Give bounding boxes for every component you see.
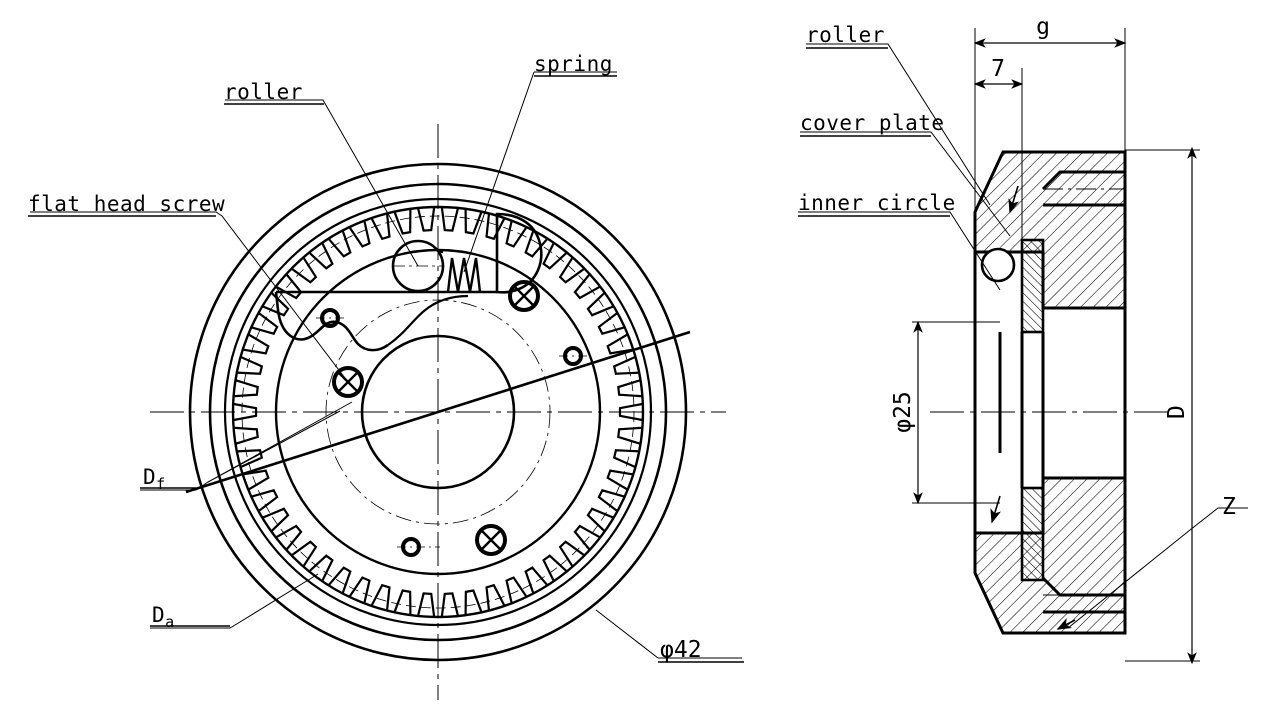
leader-phi42	[595, 609, 742, 659]
cover-plate-ledge-upper	[1041, 170, 1125, 207]
dimension-g-text: g	[1036, 14, 1050, 40]
section-solid-lower	[973, 476, 1127, 635]
label-cover-plate: cover plate	[800, 111, 945, 135]
spring-coil	[446, 257, 482, 293]
inner-circle-strip-lower	[1020, 486, 1045, 582]
leader-roller-section	[806, 43, 991, 206]
rim-inner-circle	[223, 197, 653, 627]
front-label-underlines	[28, 75, 744, 663]
dimension-7-text: 7	[991, 56, 1005, 82]
label-roller-front: roller	[224, 80, 303, 104]
pitch-circle	[241, 215, 635, 609]
dimension-7: 7	[973, 56, 1024, 89]
label-z: Z	[1222, 494, 1236, 520]
dimension-phi25: φ25	[890, 320, 1000, 505]
leader-cover-plate	[800, 131, 1011, 237]
leader-df	[140, 401, 353, 491]
front-leaders	[30, 71, 742, 659]
label-df-main: D	[143, 465, 156, 489]
internal-gear-teeth	[232, 206, 644, 618]
flat-head-screw-3	[475, 524, 507, 556]
leader-spring	[463, 71, 617, 273]
inner-circle-strip-upper	[1020, 238, 1045, 334]
section-internal-pointers	[990, 185, 1076, 630]
label-da-main: D	[152, 603, 165, 627]
rim-outer-circle	[208, 182, 668, 642]
label-df: Df	[143, 465, 166, 493]
label-inner-circle: inner circle	[798, 191, 956, 215]
label-df-sub: f	[156, 475, 166, 493]
label-flat-head-screw: flat head screw	[28, 192, 225, 216]
section-body-walls	[973, 205, 1127, 595]
dimension-phi25-text: φ25	[890, 391, 916, 433]
roller-circle-section	[980, 247, 1016, 283]
section-view-group: g 7 φ25 D	[798, 14, 1248, 665]
label-spring: spring	[534, 52, 613, 76]
section-label-underlines	[798, 47, 950, 217]
leader-inner-circle	[798, 211, 1001, 291]
dimension-g: g	[973, 14, 1127, 48]
label-da-sub: a	[165, 613, 175, 631]
front-view-group: flat head screw roller spring Df Da φ42	[28, 52, 744, 700]
leader-da	[150, 573, 319, 629]
leader-flat-head-screw	[30, 211, 349, 383]
hole-centerline-stubs	[316, 317, 587, 548]
tooth-root-circle	[231, 205, 645, 619]
pawl-nose	[387, 294, 469, 346]
label-phi42: φ42	[660, 637, 702, 663]
leader-z	[1067, 507, 1248, 629]
section-leaders	[798, 43, 1248, 629]
leader-roller-front	[225, 99, 419, 267]
flat-head-screw-2	[508, 280, 540, 312]
bolt-circle	[325, 299, 551, 525]
hub-bore-circle	[360, 334, 516, 490]
outer-housing-circle	[188, 162, 688, 662]
label-roller-section: roller	[806, 23, 885, 47]
dimension-D: D	[1125, 146, 1200, 665]
gear-tooth-profile	[232, 206, 644, 618]
label-da: Da	[152, 603, 175, 631]
dimension-D-text: D	[1164, 405, 1190, 419]
section-solid-upper	[973, 150, 1127, 310]
section-cut-line	[185, 330, 691, 494]
